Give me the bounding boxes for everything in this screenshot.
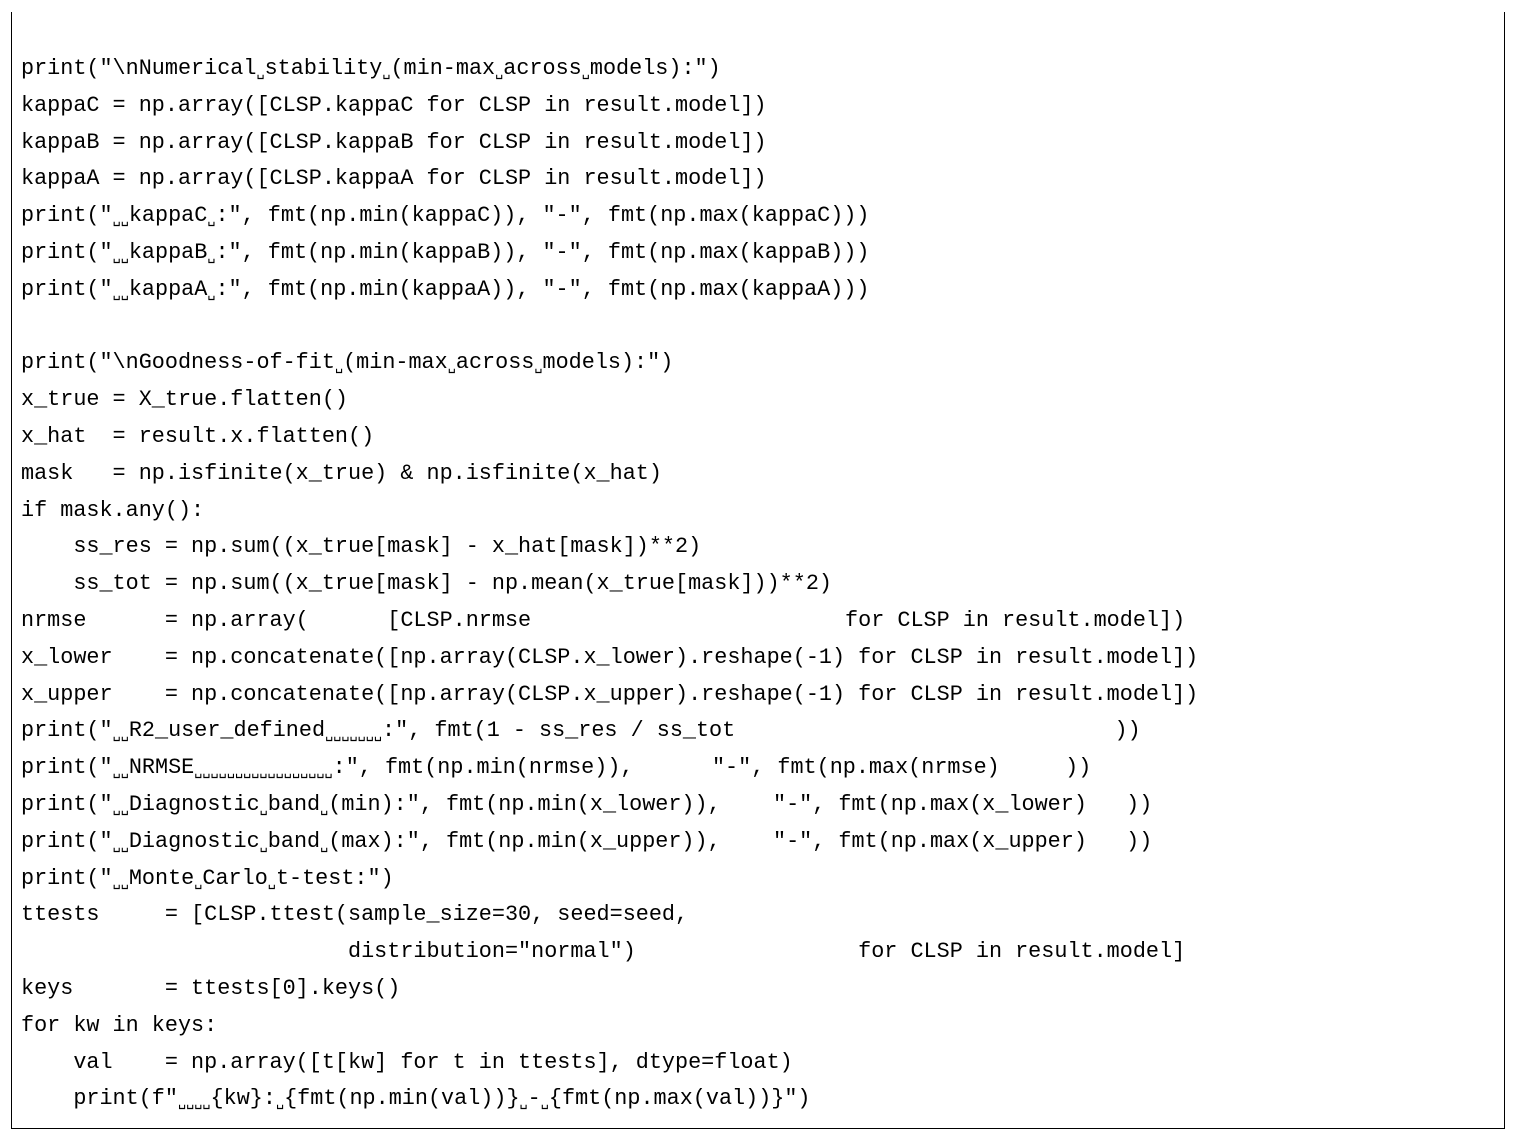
- code-line: print("␣␣kappaB␣:", fmt(np.min(kappaB)),…: [21, 239, 870, 265]
- visible-space-glyph: ␣: [210, 765, 219, 781]
- visible-space-glyph: ␣: [194, 765, 203, 781]
- visible-space-glyph: ␣: [218, 765, 227, 781]
- visible-space-glyph: ␣: [333, 728, 342, 744]
- visible-space-glyph: ␣: [275, 765, 284, 781]
- visible-space-glyph: ␣: [226, 765, 235, 781]
- code-line: kappaA = np.array([CLSP.kappaA for CLSP …: [21, 166, 767, 192]
- code-line: x_true = X_true.flatten(): [21, 387, 349, 413]
- visible-space-glyph: ␣: [234, 765, 244, 781]
- visible-space-glyph: ␣: [300, 765, 309, 781]
- visible-space-glyph: ␣: [207, 250, 216, 265]
- visible-space-glyph: ␣: [349, 728, 358, 744]
- code-line: print("␣␣Diagnostic␣band␣(max):", fmt(np…: [21, 828, 1153, 854]
- visible-space-glyph: ␣: [120, 765, 129, 781]
- visible-space-glyph: ␣: [259, 801, 268, 817]
- visible-space-glyph: ␣: [177, 1096, 187, 1112]
- visible-space-glyph: ␣: [120, 250, 129, 265]
- visible-space-glyph: ␣: [325, 728, 334, 744]
- code-line: print("␣␣kappaC␣:", fmt(np.min(kappaC)),…: [21, 203, 870, 229]
- code-line: nrmse = np.array( [CLSP.nrmse for CLSP i…: [21, 607, 1186, 633]
- code-line: print("\nNumerical␣stability␣(min-max␣ac…: [21, 56, 721, 82]
- visible-space-glyph: ␣: [112, 801, 121, 817]
- visible-space-glyph: ␣: [324, 765, 333, 781]
- visible-space-glyph: ␣: [202, 1096, 211, 1112]
- visible-space-glyph: ␣: [202, 765, 211, 781]
- visible-space-glyph: ␣: [120, 213, 129, 229]
- visible-space-glyph: ␣: [120, 286, 129, 302]
- visible-space-glyph: ␣: [120, 875, 129, 891]
- visible-space-glyph: ␣: [320, 838, 329, 854]
- visible-space-glyph: ␣: [291, 765, 301, 781]
- visible-space-glyph: ␣: [207, 213, 216, 229]
- code-line: mask = np.isfinite(x_true) & np.isfinite…: [21, 460, 662, 486]
- code-line: print("\nGoodness-of-fit␣(min-max␣across…: [21, 350, 674, 376]
- visible-space-glyph: ␣: [259, 838, 268, 854]
- code-line: ss_tot = np.sum((x_true[mask] - np.mean(…: [21, 571, 832, 597]
- visible-space-glyph: ␣: [283, 765, 292, 781]
- code-line: x_hat = result.x.flatten(): [21, 423, 375, 449]
- code-line: ss_res = np.sum((x_true[mask] - x_hat[ma…: [21, 534, 702, 560]
- code-line: print("␣␣Diagnostic␣band␣(min):", fmt(np…: [21, 791, 1153, 817]
- code-line: ttests = [CLSP.ttest(sample_size=30, see…: [21, 902, 689, 928]
- visible-space-glyph: ␣: [251, 765, 260, 781]
- visible-space-glyph: ␣: [207, 286, 216, 302]
- visible-space-glyph: ␣: [316, 765, 325, 781]
- visible-space-glyph: ␣: [519, 1096, 528, 1112]
- code-line: kappaC = np.array([CLSP.kappaC for CLSP …: [21, 92, 767, 118]
- visible-space-glyph: ␣: [382, 66, 391, 82]
- visible-space-glyph: ␣: [256, 66, 265, 82]
- code-line: print("␣␣Monte␣Carlo␣t-test:"): [21, 865, 394, 891]
- code-listing-frame: [11, 12, 1505, 1129]
- code-line: kappaB = np.array([CLSP.kappaB for CLSP …: [21, 129, 767, 155]
- visible-space-glyph: ␣: [341, 728, 350, 744]
- visible-space-glyph: ␣: [120, 728, 129, 744]
- visible-space-glyph: ␣: [120, 838, 129, 854]
- visible-space-glyph: ␣: [357, 728, 366, 744]
- visible-space-glyph: ␣: [275, 1096, 285, 1112]
- code-line: x_lower = np.concatenate([np.array(CLSP.…: [21, 644, 1199, 670]
- visible-space-glyph: ␣: [495, 66, 504, 82]
- code-line: print("␣␣NRMSE␣␣␣␣␣␣␣␣␣␣␣␣␣␣␣␣␣:", fmt(n…: [21, 755, 1092, 781]
- visible-space-glyph: ␣: [581, 66, 590, 82]
- visible-space-glyph: ␣: [334, 360, 344, 376]
- visible-space-glyph: ␣: [112, 213, 121, 229]
- visible-space-glyph: ␣: [112, 286, 121, 302]
- visible-space-glyph: ␣: [308, 765, 317, 781]
- visible-space-glyph: ␣: [320, 801, 329, 817]
- code-line-blank: [21, 309, 1198, 346]
- code-line: distribution="normal") for CLSP in resul…: [21, 939, 1186, 965]
- visible-space-glyph: ␣: [267, 765, 276, 781]
- visible-space-glyph: ␣: [540, 1096, 549, 1112]
- visible-space-glyph: ␣: [186, 1096, 195, 1112]
- visible-space-glyph: ␣: [112, 250, 121, 265]
- code-line: for kw in keys:: [21, 1012, 218, 1038]
- visible-space-glyph: ␣: [194, 1096, 203, 1112]
- visible-space-glyph: ␣: [120, 801, 129, 817]
- visible-space-glyph: ␣: [243, 765, 252, 781]
- code-line: keys = ttests[0].keys(): [21, 975, 401, 1001]
- visible-space-glyph: ␣: [267, 875, 276, 891]
- visible-space-glyph: ␣: [534, 360, 543, 376]
- visible-space-glyph: ␣: [365, 728, 374, 744]
- visible-space-glyph: ␣: [259, 765, 268, 781]
- code-line: print(f"␣␣␣␣{kw}:␣{fmt(np.min(val))}␣-␣{…: [21, 1086, 811, 1112]
- visible-space-glyph: ␣: [194, 875, 203, 891]
- visible-space-glyph: ␣: [112, 875, 121, 891]
- visible-space-glyph: ␣: [112, 838, 121, 854]
- visible-space-glyph: ␣: [112, 728, 121, 744]
- visible-space-glyph: ␣: [373, 728, 383, 744]
- code-line: if mask.any():: [21, 497, 205, 523]
- code-line: print("␣␣kappaA␣:", fmt(np.min(kappaA)),…: [21, 276, 870, 302]
- code-listing: print("\nNumerical␣stability␣(min-max␣ac…: [21, 51, 1198, 1118]
- code-line: print("␣␣R2_user_defined␣␣␣␣␣␣␣:", fmt(1…: [21, 718, 1141, 744]
- visible-space-glyph: ␣: [112, 765, 121, 781]
- code-line: x_upper = np.concatenate([np.array(CLSP.…: [21, 681, 1199, 707]
- code-line: val = np.array([t[kw] for t in ttests], …: [21, 1049, 793, 1075]
- visible-space-glyph: ␣: [447, 360, 456, 376]
